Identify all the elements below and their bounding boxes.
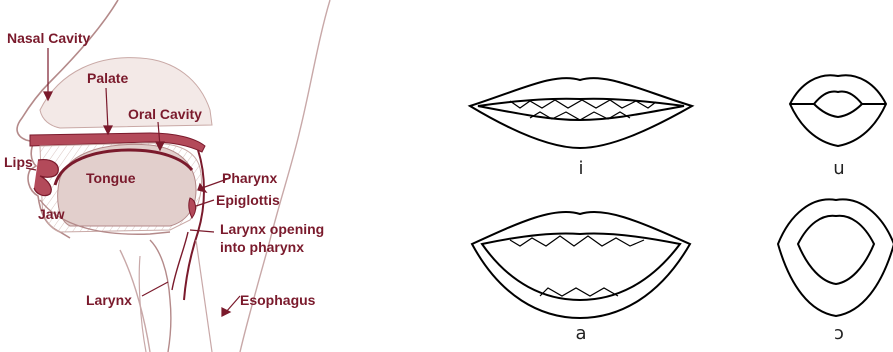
lips-a (472, 212, 690, 318)
label-lips: Lips (4, 154, 33, 170)
label-epiglottis: Epiglottis (216, 192, 280, 208)
vowel-label-u: u (824, 159, 854, 179)
label-esophagus: Esophagus (240, 292, 315, 308)
trachea-outline (139, 256, 146, 352)
label-pharynx: Pharynx (222, 170, 277, 186)
label-oral-cavity: Oral Cavity (128, 106, 202, 122)
label-tongue: Tongue (86, 170, 136, 186)
pointer-esophagus (226, 296, 240, 312)
pointer-larynx-opening (190, 230, 214, 232)
label-nasal-cavity: Nasal Cavity (7, 30, 90, 46)
label-jaw: Jaw (38, 206, 64, 222)
label-palate: Palate (87, 70, 128, 86)
vowel-label-a: a (566, 324, 596, 344)
lips-i (470, 78, 692, 148)
lips-u (790, 75, 886, 146)
vowel-label-i: i (566, 159, 596, 179)
vowel-label-open-o: ɔ (824, 324, 854, 344)
pointer-larynx (142, 282, 168, 296)
label-larynx-opening-line2: into pharynx (220, 239, 304, 255)
label-larynx-opening-line1: Larynx opening (220, 221, 324, 237)
larynx-structure (150, 240, 171, 352)
label-larynx: Larynx (86, 292, 132, 308)
lips-open-o (778, 199, 893, 316)
esophagus-outline (196, 240, 212, 352)
